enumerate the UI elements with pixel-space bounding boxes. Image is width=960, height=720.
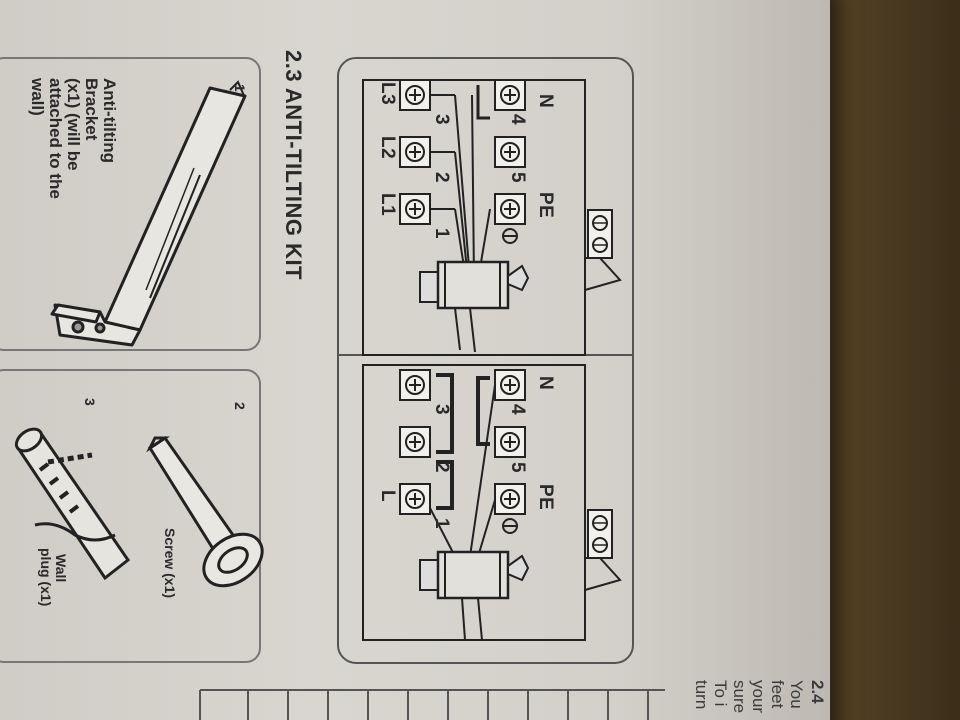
phase-label-l1: L1: [377, 193, 398, 217]
plug-number: 3: [82, 398, 98, 406]
bracket-callout: [229, 80, 246, 99]
terminal-number-2-single: 2: [431, 462, 452, 474]
bracket-illustration: [50, 86, 247, 347]
next-section-number: 2.4: [808, 680, 827, 704]
screw-number: 2: [232, 402, 248, 410]
terminal-number-5-single: 5: [507, 462, 528, 474]
plug-label-line: Wall: [53, 554, 69, 583]
bracket-label-line: Bracket: [82, 78, 101, 141]
phase-label-l3: L3: [377, 82, 398, 106]
manual-page: [0, 0, 830, 720]
fixings-panel: [0, 369, 261, 663]
terminal-number-3-single: 3: [431, 404, 452, 416]
plug-label: Wall plug (x1): [38, 548, 69, 607]
three-phase-wiring: [399, 79, 622, 353]
bracket-label-line: (x1) (will be: [64, 78, 83, 171]
earth-label-single: PE: [535, 484, 556, 511]
phase-label-l2: L2: [377, 136, 398, 160]
bracket-number: 1: [232, 84, 248, 92]
terminal-number-5: 5: [507, 172, 528, 184]
bracket-label: Anti-tilting Bracket (x1) (will be attac…: [28, 78, 119, 199]
next-section-line: You: [787, 680, 806, 709]
next-section-line: To i: [711, 680, 730, 707]
next-section-text: You feet your sure To i turn: [692, 680, 806, 713]
section-heading: 2.3 ANTI-TILTING KIT: [281, 50, 306, 280]
bracket-label-line: Anti-tilting: [100, 78, 119, 163]
neutral-label: N: [535, 94, 556, 109]
bracket-label-line: wall): [28, 78, 47, 116]
terminal-number-4: 4: [507, 114, 528, 126]
next-section-table: [199, 689, 665, 720]
terminal-number-2: 2: [431, 172, 452, 184]
bracket-label-line: attached to the: [46, 78, 65, 199]
next-section-line: turn: [692, 680, 711, 710]
next-section-line: feet: [768, 680, 787, 709]
neutral-label-single: N: [535, 376, 556, 391]
terminal-number-1-single: 1: [431, 518, 452, 530]
terminal-number-4-single: 4: [507, 404, 528, 416]
phase-label-l: L: [377, 490, 398, 503]
screw-illustration: [146, 435, 264, 588]
wiring-frame: [337, 57, 634, 664]
bracket-panel: [0, 57, 261, 351]
wall-plug-illustration: [14, 427, 131, 581]
terminal-number-1: 1: [431, 228, 452, 240]
next-section-line: sure: [730, 680, 749, 714]
screw-label: Screw (x1): [162, 528, 178, 599]
single-phase-wiring: [399, 369, 622, 641]
plug-label-line: plug (x1): [38, 548, 54, 607]
earth-label: PE: [535, 192, 556, 219]
terminal-number-3: 3: [431, 114, 452, 126]
next-section-line: your: [749, 680, 768, 714]
